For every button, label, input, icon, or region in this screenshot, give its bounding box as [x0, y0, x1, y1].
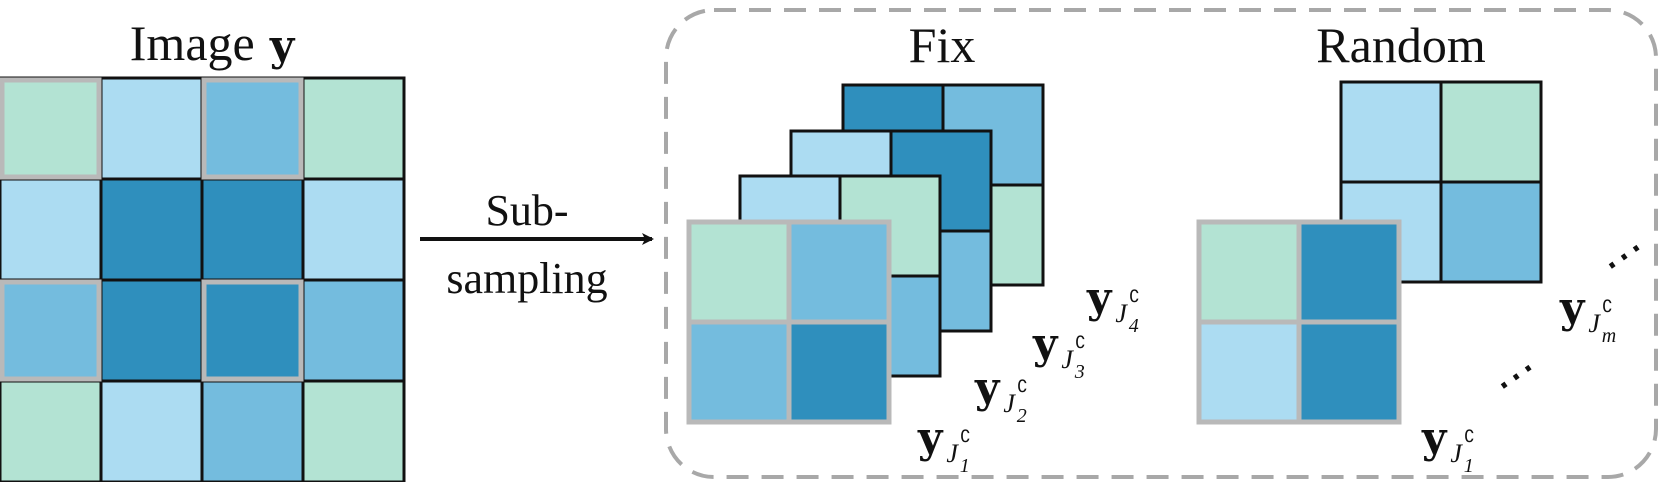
image-cell: [0, 177, 103, 282]
subsample-layer: [686, 219, 892, 425]
layer-cell: [786, 319, 892, 425]
label-sup: ∁: [960, 427, 971, 447]
label-main: y: [917, 413, 944, 462]
layer-cell: [1196, 219, 1302, 325]
image-grid: [0, 76, 406, 484]
dashed-frame: [664, 8, 1658, 479]
label-sub: J: [1061, 345, 1074, 374]
layer-cell: [1439, 80, 1543, 184]
arrow-label-line1: Sub-: [485, 186, 568, 235]
image-cell: [99, 379, 204, 484]
layer-cell: [1339, 80, 1443, 184]
image-cell: [99, 278, 204, 383]
label-main: y: [1086, 273, 1113, 322]
label-index: m: [1602, 325, 1616, 347]
image-cell: [301, 278, 406, 383]
image-cell: [200, 379, 305, 484]
layer-cell: [1439, 180, 1543, 284]
image-title-symbol: y: [269, 21, 296, 70]
sampled-cell-highlight: [201, 279, 304, 382]
label-sub: J: [1588, 309, 1601, 338]
image-title: Image y: [130, 15, 296, 71]
sampled-cell-highlight: [0, 77, 102, 180]
label-index: 1: [1464, 455, 1474, 477]
subsample-layer: [1196, 219, 1402, 425]
label-sub: J: [1115, 299, 1128, 328]
image-cell: [0, 278, 103, 383]
label-main: y: [974, 363, 1001, 412]
image-cell: [0, 379, 103, 484]
sampled-cell-highlight: [0, 279, 102, 382]
random-title: Random: [1316, 17, 1486, 73]
layer-cell: [1196, 319, 1302, 425]
image-title-text: Image: [130, 15, 255, 71]
label-sup: ∁: [1464, 427, 1475, 447]
image-cell: [99, 177, 204, 282]
label-index: 2: [1017, 405, 1027, 427]
label-index: 3: [1074, 361, 1085, 383]
arrow-label-line2: sampling: [446, 254, 607, 303]
label-sup: ∁: [1075, 333, 1086, 353]
image-cell: [0, 76, 103, 181]
label-sup: ∁: [1129, 287, 1140, 307]
layer-cell: [1296, 219, 1402, 325]
layer-cell: [686, 319, 792, 425]
label-index: 4: [1129, 315, 1139, 337]
label-main: y: [1559, 283, 1586, 332]
label-sup: ∁: [1017, 377, 1028, 397]
layer-cell: [686, 219, 792, 325]
label-sup: ∁: [1602, 297, 1613, 317]
fix-title: Fix: [909, 17, 976, 73]
layer-cell: [1296, 319, 1402, 425]
label-sub: J: [1003, 389, 1016, 418]
image-cell: [301, 76, 406, 181]
image-cell: [200, 177, 305, 282]
label-index: 1: [960, 455, 970, 477]
ellipsis-bottom: ⋯: [1484, 343, 1548, 408]
image-cell: [301, 177, 406, 282]
layer-cell: [786, 219, 892, 325]
label-sub: J: [1450, 439, 1463, 468]
label-main: y: [1032, 319, 1059, 368]
label-main: y: [1421, 413, 1448, 462]
image-cell: [200, 76, 305, 181]
label-sub: J: [946, 439, 959, 468]
sampled-cell-highlight: [201, 77, 304, 180]
image-cell: [200, 278, 305, 383]
image-cell: [301, 379, 406, 484]
image-cell: [99, 76, 204, 181]
ellipsis-top: ⋯: [1592, 223, 1656, 288]
